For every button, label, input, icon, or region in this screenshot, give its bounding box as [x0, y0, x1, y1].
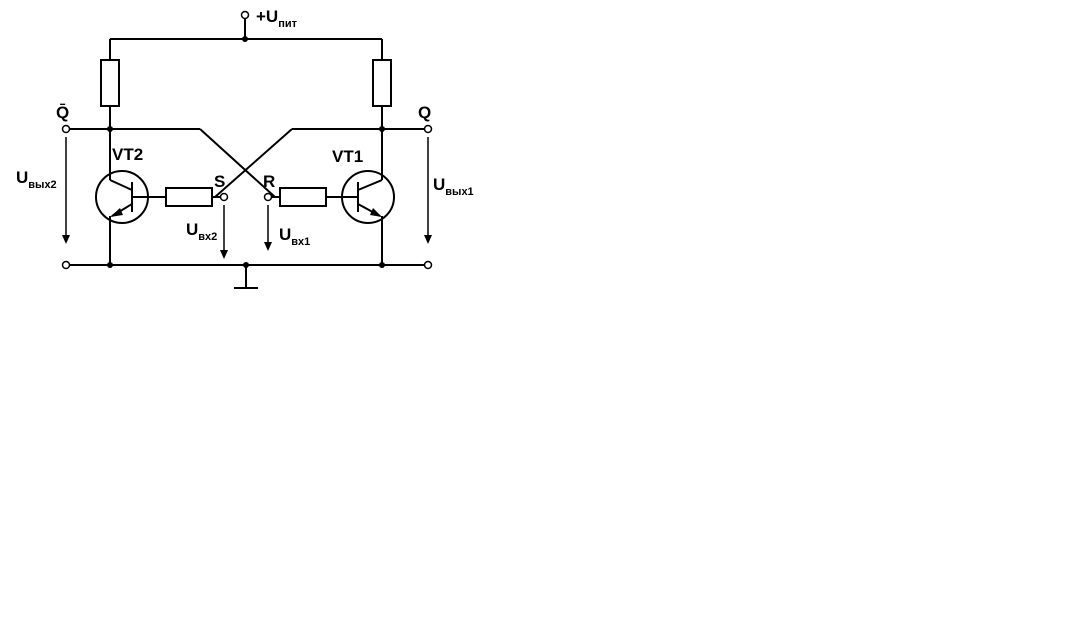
u-in2-label: Uвх2 [186, 220, 217, 243]
ground-rail [61, 260, 433, 289]
u-in1-arrow [264, 205, 272, 251]
s-terminal [219, 192, 229, 202]
supply-label: +Uпит [256, 7, 298, 30]
supply-terminal [240, 10, 250, 20]
q-bar-label: Q̄ [56, 103, 69, 122]
vt2-label: VT2 [112, 145, 143, 164]
collector-resistor-right [372, 39, 392, 129]
collector-resistor-left [100, 39, 120, 129]
q-terminal [423, 124, 433, 134]
u-in2-arrow [220, 205, 228, 259]
transistor-vt2 [95, 129, 166, 265]
ground-left-terminal [61, 260, 71, 270]
ground-right-terminal [423, 260, 433, 270]
transistor-vt1 [326, 129, 395, 265]
u-out2-arrow [62, 137, 70, 244]
s-label: S [214, 172, 225, 191]
u-in1-label: Uвх1 [279, 225, 310, 248]
u-out2-label: Uвых2 [16, 168, 57, 191]
supply-rail [110, 10, 382, 42]
r-label: R [263, 172, 275, 191]
base-resistor-vt2 [165, 187, 213, 207]
vt1-label: VT1 [332, 147, 363, 166]
r-terminal [263, 192, 273, 202]
u-out1-arrow [424, 137, 432, 244]
base-resistor-vt1 [279, 187, 327, 207]
u-out1-label: Uвых1 [433, 175, 474, 198]
q-label: Q [418, 103, 431, 122]
q-bar-terminal [61, 124, 71, 134]
